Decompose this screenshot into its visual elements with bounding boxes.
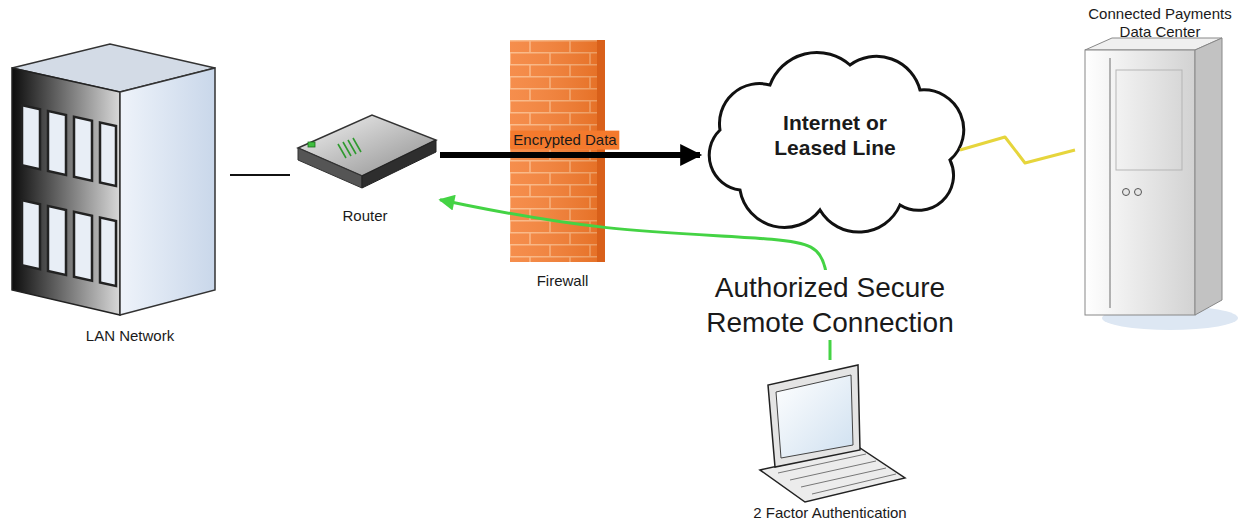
firewall-shade (510, 40, 605, 262)
node-label: Connected Payments Data Center (1085, 5, 1235, 41)
laptop-icon (760, 365, 905, 502)
edge-label-holder: Encrypted Data (510, 131, 619, 150)
router-front (298, 148, 362, 188)
server-node: Connected Payments Data Center (1075, 5, 1245, 325)
router-node: Router (290, 105, 440, 225)
edge-label-holder: Authorized Secure Remote Connection (672, 270, 988, 340)
laptop-node: 2 Factor Authentication (740, 360, 920, 522)
cloud-outline (709, 52, 964, 232)
node-label: Internet or Leased Line (760, 110, 910, 160)
node-label: Router (342, 207, 387, 225)
node-label: Firewall (537, 272, 589, 290)
edge-label: Encrypted Data (510, 131, 619, 150)
firewall-icon (510, 40, 605, 262)
firewall-node: Firewall (505, 35, 620, 290)
cloud-node: Internet or Leased Line (700, 45, 960, 215)
server-button (1135, 189, 1142, 196)
building-icon (12, 44, 215, 315)
server-side (1195, 38, 1222, 315)
server-front (1085, 50, 1195, 315)
router-side (362, 140, 436, 188)
lightning-link (960, 137, 1075, 163)
node-label: 2 Factor Authentication (753, 504, 906, 522)
node-label: LAN Network (86, 327, 174, 345)
router-icon (298, 115, 436, 188)
building-windows (22, 105, 116, 286)
cloud-icon (709, 52, 964, 232)
server-icon (1085, 38, 1238, 330)
laptop-lid (768, 365, 860, 467)
building-front (12, 68, 120, 315)
router-vents (338, 138, 361, 158)
firewall-wall (510, 40, 605, 262)
laptop-screen (776, 375, 853, 458)
server-bay (1116, 70, 1182, 170)
building-side (120, 68, 215, 315)
server-panel-line (1109, 58, 1111, 308)
router-led (308, 142, 315, 147)
building-node: LAN Network (30, 40, 230, 345)
encrypted-arrow (440, 152, 700, 158)
lan-link (230, 174, 290, 176)
server-button (1123, 189, 1130, 196)
edge-label: Authorized Secure Remote Connection (672, 270, 988, 340)
